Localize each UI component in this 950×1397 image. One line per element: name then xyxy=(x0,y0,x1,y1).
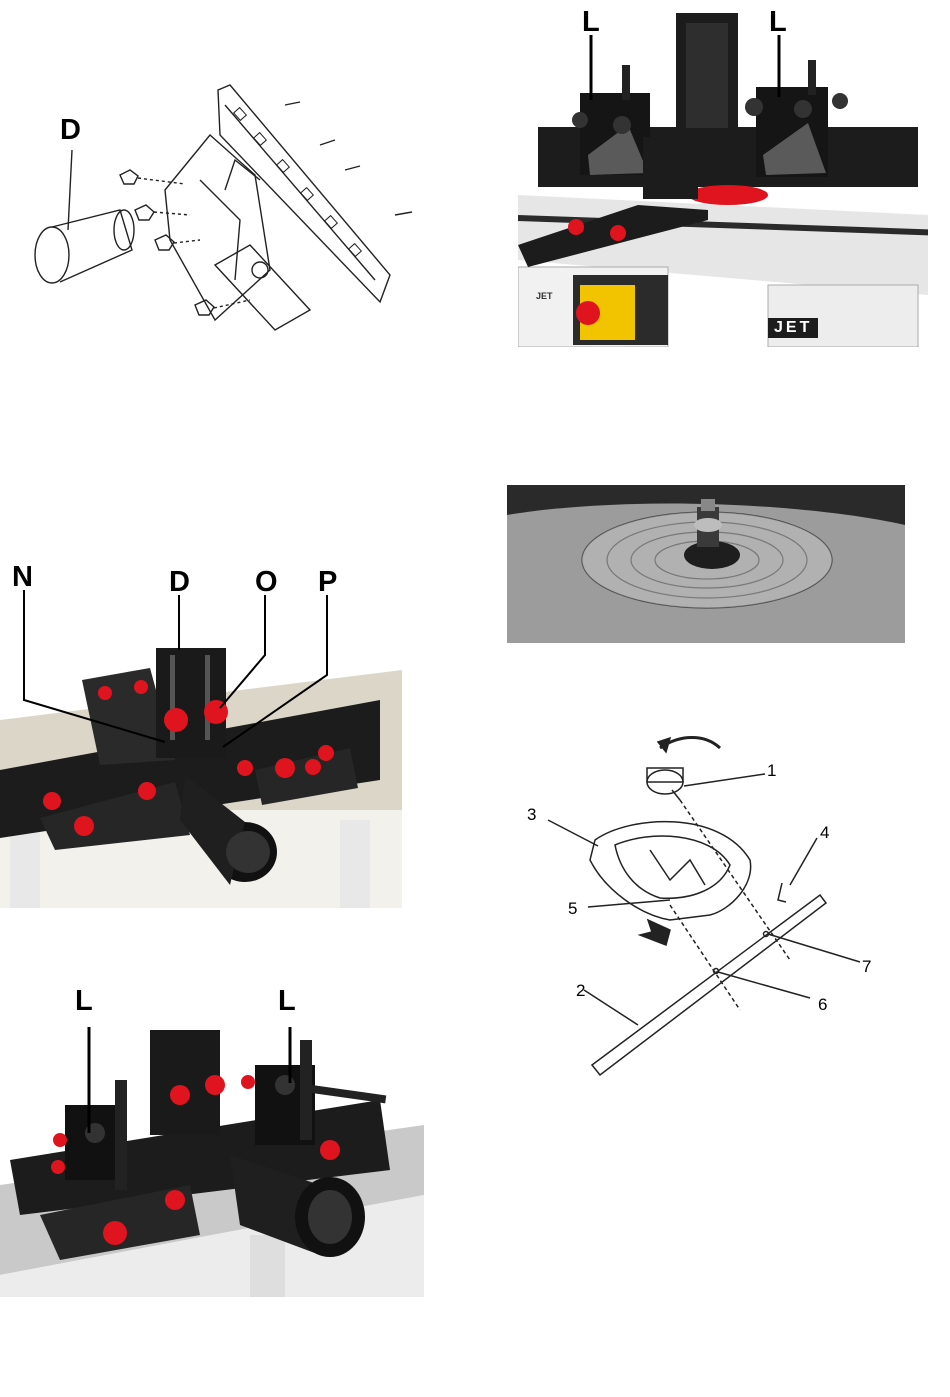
callout-6: 6 xyxy=(818,996,827,1013)
guard-diagram: 1 3 4 5 7 2 6 xyxy=(520,720,900,1080)
switch-brand-label: JET xyxy=(536,291,553,301)
fence-installed-top-photo: L L JET JET xyxy=(518,5,928,347)
fence-exploded-drawing xyxy=(20,80,440,340)
fence-assembly-photo: N D O P xyxy=(0,560,402,908)
callout-l-left-bottom: L xyxy=(75,987,93,1016)
insert-ring-photo xyxy=(507,485,905,643)
callout-4: 4 xyxy=(820,824,829,841)
callout-2: 2 xyxy=(576,982,585,999)
fence-installed-top-drawing xyxy=(518,5,928,347)
cabinet-brand-plate: JET xyxy=(768,318,818,338)
callout-l-left: L xyxy=(582,8,600,37)
callout-d: D xyxy=(60,116,81,145)
callout-o: O xyxy=(255,568,278,597)
fence-exploded-figure: D xyxy=(20,80,440,340)
callout-n: N xyxy=(12,563,33,592)
callout-7: 7 xyxy=(862,958,871,975)
callout-d-assembly: D xyxy=(169,568,190,597)
callout-p: P xyxy=(318,568,337,597)
callout-5: 5 xyxy=(568,900,577,917)
callout-3: 3 xyxy=(527,806,536,823)
insert-ring-drawing xyxy=(507,485,905,643)
callout-1: 1 xyxy=(767,762,776,779)
fence-installed-bottom-drawing xyxy=(0,985,424,1297)
fence-assembly-drawing xyxy=(0,560,402,908)
fence-installed-bottom-photo: L L xyxy=(0,985,424,1297)
callout-l-right: L xyxy=(769,8,787,37)
callout-l-right-bottom: L xyxy=(278,987,296,1016)
